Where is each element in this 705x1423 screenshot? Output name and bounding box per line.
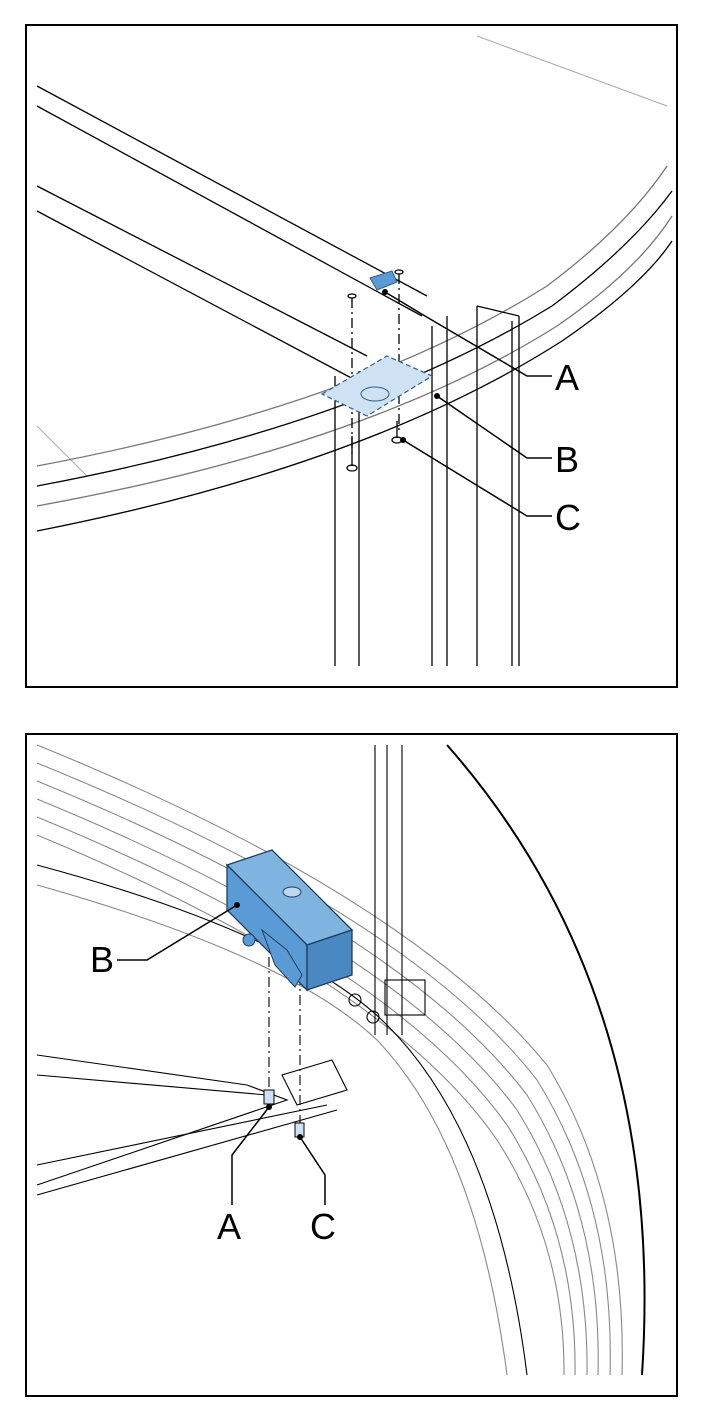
top-figure-panel: A B C — [25, 24, 678, 688]
part-a-pin — [263, 1089, 275, 1105]
top-assembly-drawing — [36, 35, 673, 666]
callout-b-label: B — [90, 939, 115, 980]
part-a-plate — [369, 270, 398, 291]
part-b-lock-block — [225, 849, 354, 992]
callout-b-label: B — [555, 439, 580, 480]
callout-a-label: A — [217, 1206, 242, 1247]
callout-a-label: A — [555, 357, 580, 398]
part-b-bracket — [320, 355, 434, 417]
bottom-figure-panel: B A C — [25, 733, 678, 1397]
bottom-assembly-drawing — [36, 744, 646, 1376]
callout-c-label: C — [555, 497, 581, 538]
callout-c-label: C — [310, 1206, 336, 1247]
